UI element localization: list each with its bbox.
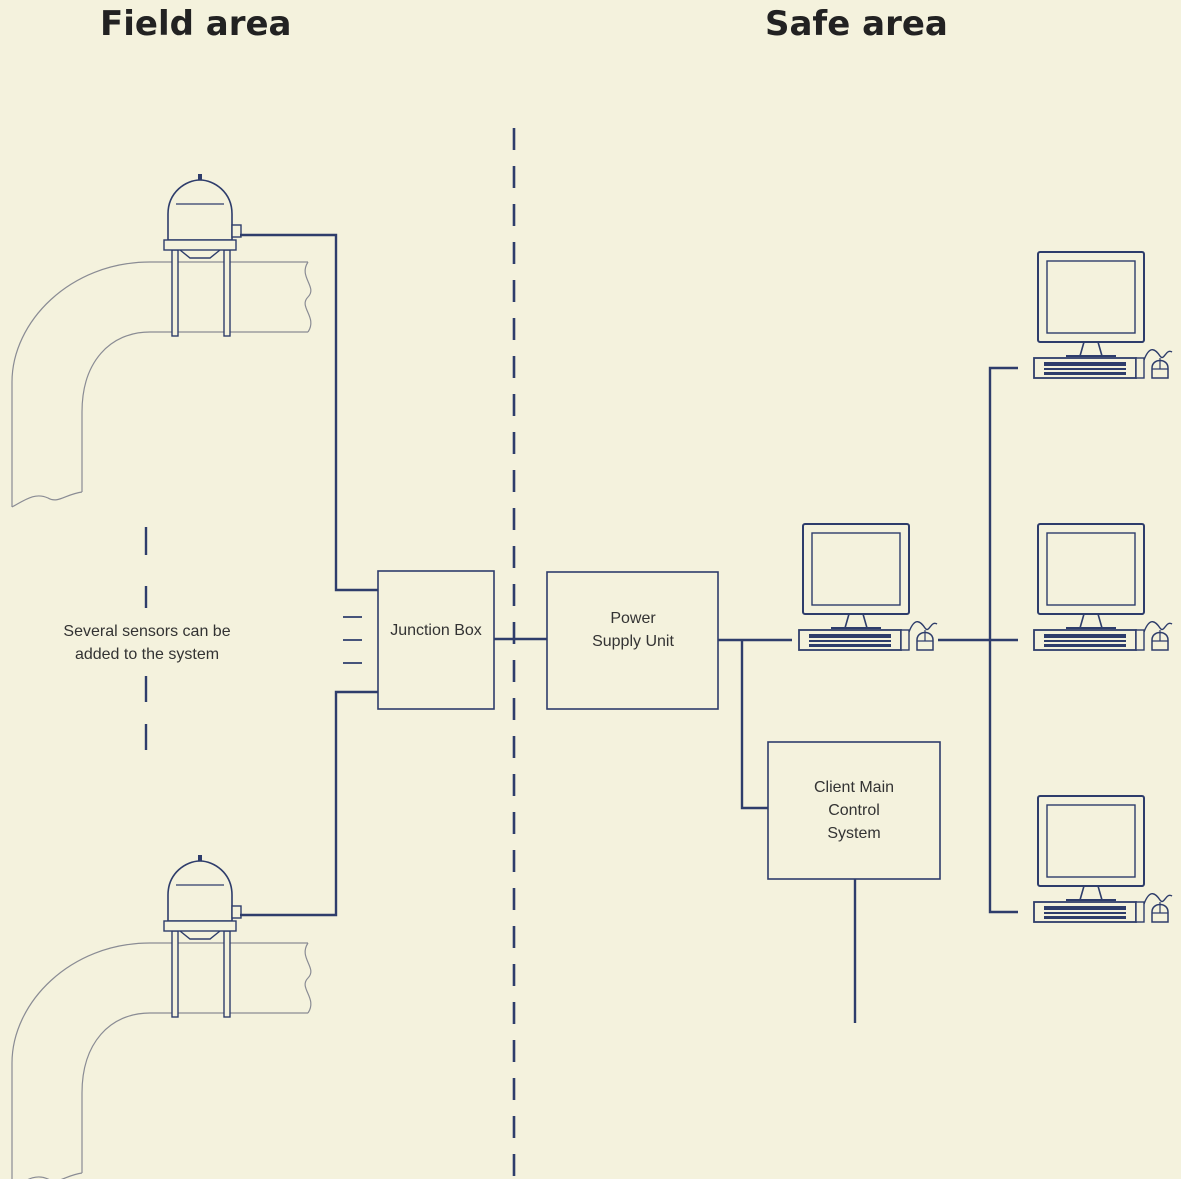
workstation-middle-icon <box>1033 523 1173 651</box>
pipe-sensor-bottom-icon <box>11 854 312 1179</box>
workstation-top-icon <box>1033 251 1173 379</box>
junction-box-label: Junction Box <box>390 622 482 639</box>
junction-box <box>377 570 495 710</box>
client-main-control-system-label: Client Main Control System <box>813 779 895 842</box>
power-supply-unit-label: Power Supply Unit <box>592 610 674 650</box>
workstation-bus-line <box>988 366 1018 914</box>
top-sensor-cable <box>240 233 378 592</box>
additional-sensor-ticks <box>343 616 362 664</box>
several-sensors-note: Several sensors can be added to the syst… <box>63 623 231 663</box>
power-supply-unit-box <box>546 571 719 710</box>
bottom-sensor-cable <box>240 690 378 917</box>
safe-area-heading: Safe area <box>765 4 948 44</box>
workstation-bottom-icon <box>1033 795 1173 923</box>
central-computer-icon <box>798 523 938 651</box>
field-area-heading: Field area <box>100 4 292 44</box>
power-to-control-system-cable <box>740 640 768 810</box>
pipe-sensor-top-icon <box>11 173 312 508</box>
